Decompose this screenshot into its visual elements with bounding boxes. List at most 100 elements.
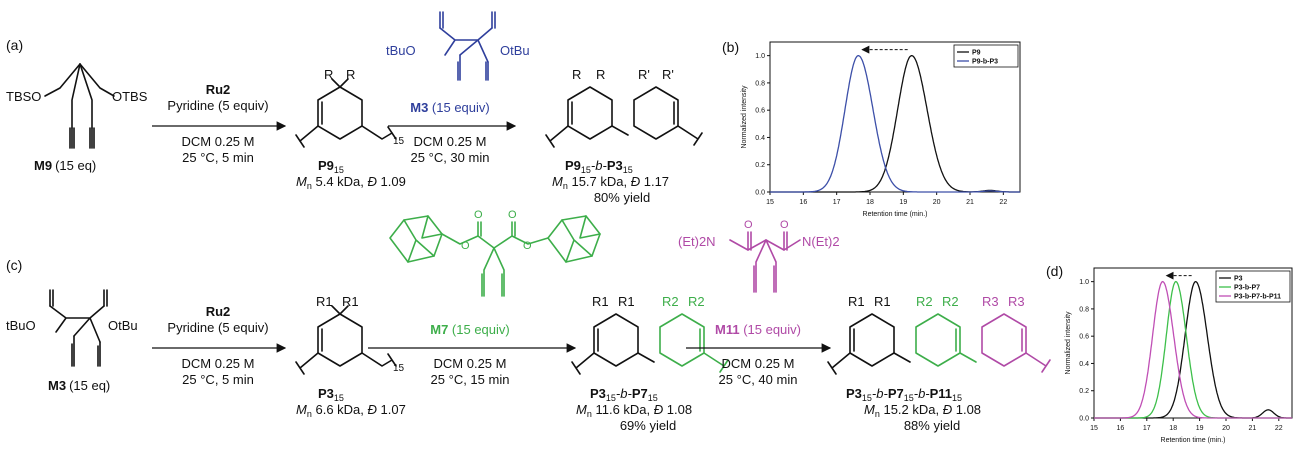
m3-c-tbu-left: tBuO bbox=[6, 318, 36, 333]
monomer-m9-structure: TBSO OTBS bbox=[6, 63, 148, 149]
panel-label-c: (c) bbox=[6, 257, 22, 273]
panel-label-d: (d) bbox=[1046, 263, 1063, 279]
reagent-m11-structure: O O (Et)2N N(Et)2 bbox=[678, 219, 840, 293]
a1-conditions: 25 °C, 5 min bbox=[182, 150, 254, 165]
a1-catalyst: Ru2 bbox=[206, 82, 231, 97]
reagent-m3-structure: tBuO OtBu bbox=[386, 11, 530, 81]
c2-conditions: 25 °C, 15 min bbox=[431, 372, 510, 387]
x-axis-label: Retention time (min.) bbox=[863, 211, 928, 218]
y-tick-label: 0.4 bbox=[1079, 361, 1089, 368]
p3-b-p7-b-p11-label: P315-b-P715-b-P1115 bbox=[846, 386, 962, 403]
c1-conditions: 25 °C, 5 min bbox=[182, 372, 254, 387]
m11-right-group: N(Et)2 bbox=[802, 234, 840, 249]
p9-mn: Mn 5.4 kDa, Đ 1.09 bbox=[296, 174, 406, 191]
legend-label: P3-b-P7 bbox=[1234, 285, 1260, 292]
series-line-2 bbox=[1094, 280, 1292, 419]
polymer-p3-b-p7-structure bbox=[571, 313, 729, 375]
p3-b-p7-yield: 69% yield bbox=[620, 418, 676, 433]
a1-solvent: DCM 0.25 M bbox=[182, 134, 255, 149]
x-tick-label: 16 bbox=[1117, 425, 1125, 432]
x-tick-label: 21 bbox=[966, 199, 974, 206]
monomer-m3-structure: tBuO OtBu bbox=[6, 289, 138, 367]
p3-r1-left: R1 bbox=[316, 294, 333, 309]
m9-left-group: TBSO bbox=[6, 89, 41, 104]
adamantyl-left-icon bbox=[389, 215, 443, 263]
y-tick-label: 0.0 bbox=[755, 190, 765, 197]
p3p7p11-r3-left: R3 bbox=[982, 294, 999, 309]
x-tick-label: 21 bbox=[1249, 425, 1257, 432]
m11-carbonyl-left: O bbox=[744, 219, 753, 231]
p9p3-rp-right: R' bbox=[662, 67, 674, 82]
legend-label: P9 bbox=[972, 50, 981, 57]
adamantyl-right-icon bbox=[547, 215, 601, 263]
p9-b-p3-mn: Mn 15.7 kDa, Đ 1.17 bbox=[552, 174, 669, 191]
x-tick-label: 20 bbox=[933, 199, 941, 206]
series-line-1 bbox=[770, 55, 1020, 193]
panel-label-a: (a) bbox=[6, 37, 23, 53]
x-tick-label: 19 bbox=[899, 199, 907, 206]
reagent-m7-structure: O O O O bbox=[389, 209, 601, 297]
y-tick-label: 0.2 bbox=[755, 162, 765, 169]
p3-b-p7-b-p11-yield: 88% yield bbox=[904, 418, 960, 433]
p3p7-r1-right: R1 bbox=[618, 294, 635, 309]
y-tick-label: 0.8 bbox=[1079, 306, 1089, 313]
m11-carbonyl-right: O bbox=[780, 219, 789, 231]
m9-caption: M9(15 eq) bbox=[34, 158, 96, 173]
p9-label: P915 bbox=[318, 158, 344, 175]
m3-caption: M3(15 eq) bbox=[48, 378, 110, 393]
p3p7p11-r2-left: R2 bbox=[916, 294, 933, 309]
x-tick-label: 22 bbox=[999, 199, 1007, 206]
m3-tbu-right: OtBu bbox=[500, 43, 530, 58]
p3-b-p7-b-p11-mn: Mn 15.2 kDa, Đ 1.08 bbox=[864, 402, 981, 419]
p3p7p11-r3-right: R3 bbox=[1008, 294, 1025, 309]
y-tick-label: 0.0 bbox=[1079, 416, 1089, 423]
x-tick-label: 22 bbox=[1275, 425, 1283, 432]
a2-conditions: 25 °C, 30 min bbox=[411, 150, 490, 165]
p3p7-r2-left: R2 bbox=[662, 294, 679, 309]
x-axis-label: Retention time (min.) bbox=[1161, 437, 1226, 444]
y-axis-label: Normalized intensity bbox=[741, 85, 748, 149]
a2-solvent: DCM 0.25 M bbox=[414, 134, 487, 149]
p3-repeat-count: 15 bbox=[393, 363, 405, 374]
plot-frame bbox=[769, 41, 1021, 193]
polymer-p3-structure bbox=[295, 305, 397, 375]
p9p3-r-left: R bbox=[572, 67, 581, 82]
m3-c-tbu-right: OtBu bbox=[108, 318, 138, 333]
c1-solvent: DCM 0.25 M bbox=[182, 356, 255, 371]
p3-label: P315 bbox=[318, 386, 344, 403]
x-tick-label: 17 bbox=[1143, 425, 1151, 432]
plot-frame bbox=[1093, 267, 1293, 419]
c1-additive: Pyridine (5 equiv) bbox=[167, 320, 268, 335]
y-tick-label: 0.6 bbox=[1079, 334, 1089, 341]
c1-catalyst: Ru2 bbox=[206, 304, 231, 319]
p3-r1-right: R1 bbox=[342, 294, 359, 309]
p9-b-p3-yield: 80% yield bbox=[594, 190, 650, 205]
x-tick-label: 20 bbox=[1222, 425, 1230, 432]
c3-reagent: M11 (15 equiv) bbox=[715, 322, 801, 337]
x-tick-label: 15 bbox=[766, 199, 774, 206]
p3p7-r1-left: R1 bbox=[592, 294, 609, 309]
y-tick-label: 1.0 bbox=[1079, 279, 1089, 286]
m7-oxygen-left: O bbox=[461, 240, 470, 252]
a2-reagent: M3 (15 equiv) bbox=[410, 100, 489, 115]
y-tick-label: 0.2 bbox=[1079, 388, 1089, 395]
p3-b-p7-mn: Mn 11.6 kDa, Đ 1.08 bbox=[576, 402, 692, 419]
y-tick-label: 0.4 bbox=[755, 135, 765, 142]
p3p7p11-r1-left: R1 bbox=[848, 294, 865, 309]
x-tick-label: 18 bbox=[866, 199, 874, 206]
y-tick-label: 0.6 bbox=[755, 108, 765, 115]
p3-b-p7-label: P315-b-P715 bbox=[590, 386, 658, 403]
m7-carbonyl-left: O bbox=[474, 209, 483, 221]
m3-tbu-left: tBuO bbox=[386, 43, 416, 58]
p3-mn: Mn 6.6 kDa, Đ 1.07 bbox=[296, 402, 406, 419]
polymer-p9-b-p3-structure bbox=[545, 86, 703, 148]
a1-additive: Pyridine (5 equiv) bbox=[167, 98, 268, 113]
polymer-p3-b-p7-b-p11-structure bbox=[827, 313, 1051, 375]
x-tick-label: 17 bbox=[833, 199, 841, 206]
c3-conditions: 25 °C, 40 min bbox=[719, 372, 798, 387]
p9-r-left: R bbox=[324, 67, 333, 82]
m7-carbonyl-right: O bbox=[508, 209, 517, 221]
